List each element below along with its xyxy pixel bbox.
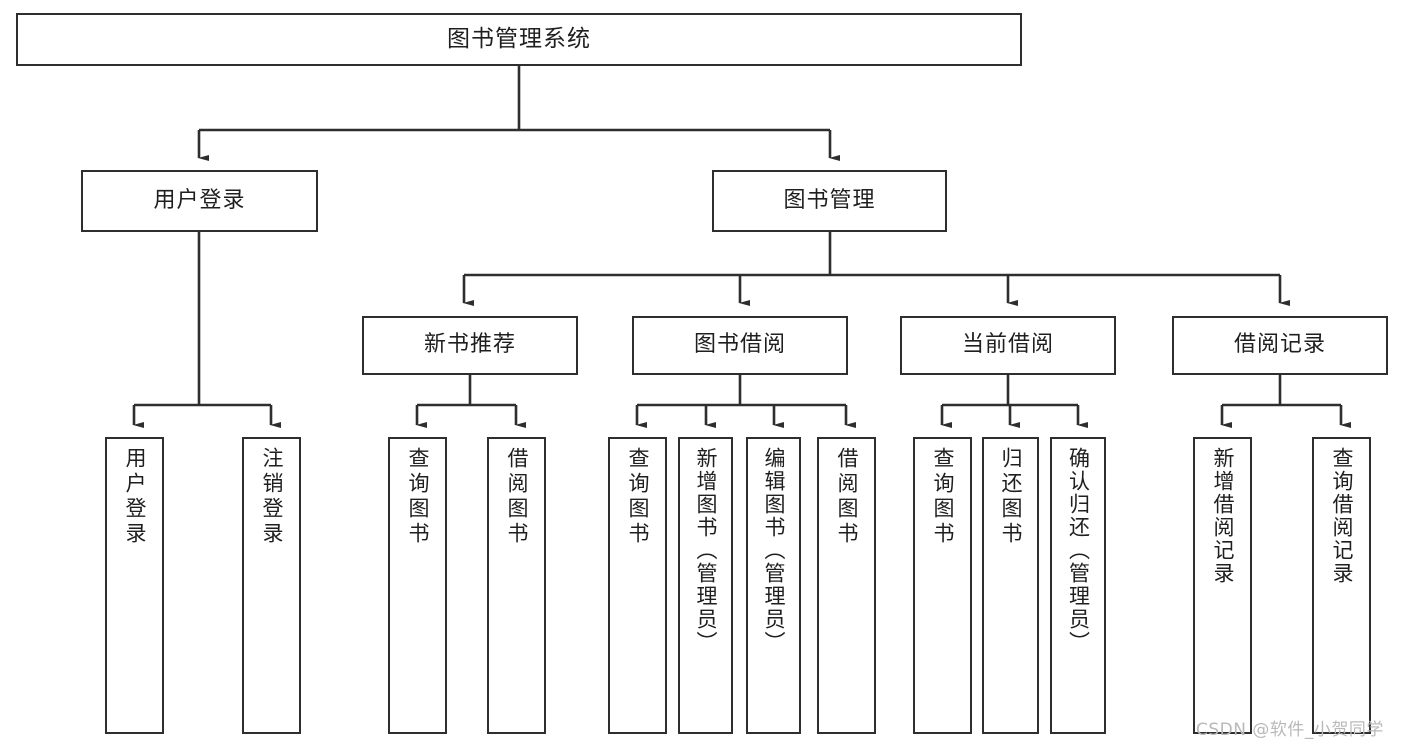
node-label: 新书推荐	[423, 332, 516, 358]
node-label: 借阅图书	[505, 447, 529, 547]
node-user-login[interactable]: 用户登录	[81, 170, 318, 232]
node-label: 编辑图书（管理员）	[762, 447, 786, 654]
node-label: 借阅图书	[835, 447, 859, 547]
node-label: 归还图书	[999, 447, 1023, 547]
leaf-borrow-book-recommend[interactable]: 借阅图书	[487, 437, 546, 734]
node-borrow-record[interactable]: 借阅记录	[1172, 316, 1388, 375]
leaf-borrow-book[interactable]: 借阅图书	[817, 437, 876, 734]
node-current-borrow[interactable]: 当前借阅	[900, 316, 1116, 375]
csdn-watermark: CSDN @软件_小贺同学	[1196, 720, 1384, 740]
leaf-return-book[interactable]: 归还图书	[982, 437, 1039, 734]
leaf-edit-book-admin[interactable]: 编辑图书（管理员）	[746, 437, 801, 734]
node-root-book-management-system[interactable]: 图书管理系统	[16, 13, 1022, 66]
node-label: 新增图书（管理员）	[694, 447, 718, 654]
leaf-query-book-recommend[interactable]: 查询图书	[388, 437, 447, 734]
leaf-query-book-borrow[interactable]: 查询图书	[608, 437, 667, 734]
leaf-query-borrow-record[interactable]: 查询借阅记录	[1312, 437, 1371, 734]
node-label: 查询图书	[931, 447, 955, 547]
node-label: 借阅记录	[1233, 332, 1326, 358]
node-label: 查询图书	[626, 447, 650, 547]
leaf-logout-login[interactable]: 注销登录	[242, 437, 301, 734]
node-label: 图书借阅	[693, 332, 786, 358]
leaf-query-book-current[interactable]: 查询图书	[913, 437, 972, 734]
leaf-add-book-admin[interactable]: 新增图书（管理员）	[678, 437, 733, 734]
node-label: 用户登录	[153, 187, 246, 213]
node-book-management[interactable]: 图书管理	[712, 170, 947, 232]
node-label: 查询图书	[406, 447, 430, 547]
node-book-borrow[interactable]: 图书借阅	[632, 316, 848, 375]
node-label: 查询借阅记录	[1330, 447, 1354, 585]
node-label: 图书管理	[783, 187, 876, 213]
node-label: 注销登录	[260, 447, 284, 547]
node-label: 用户登录	[123, 447, 147, 547]
leaf-user-login[interactable]: 用户登录	[105, 437, 164, 734]
leaf-confirm-return-admin[interactable]: 确认归还（管理员）	[1050, 437, 1106, 734]
node-label: 当前借阅	[961, 332, 1054, 358]
leaf-add-borrow-record[interactable]: 新增借阅记录	[1193, 437, 1252, 734]
node-label: 确认归还（管理员）	[1066, 447, 1091, 654]
node-label: 图书管理系统	[447, 25, 591, 52]
node-label: 新增借阅记录	[1211, 447, 1235, 585]
node-new-book-recommend[interactable]: 新书推荐	[362, 316, 578, 375]
